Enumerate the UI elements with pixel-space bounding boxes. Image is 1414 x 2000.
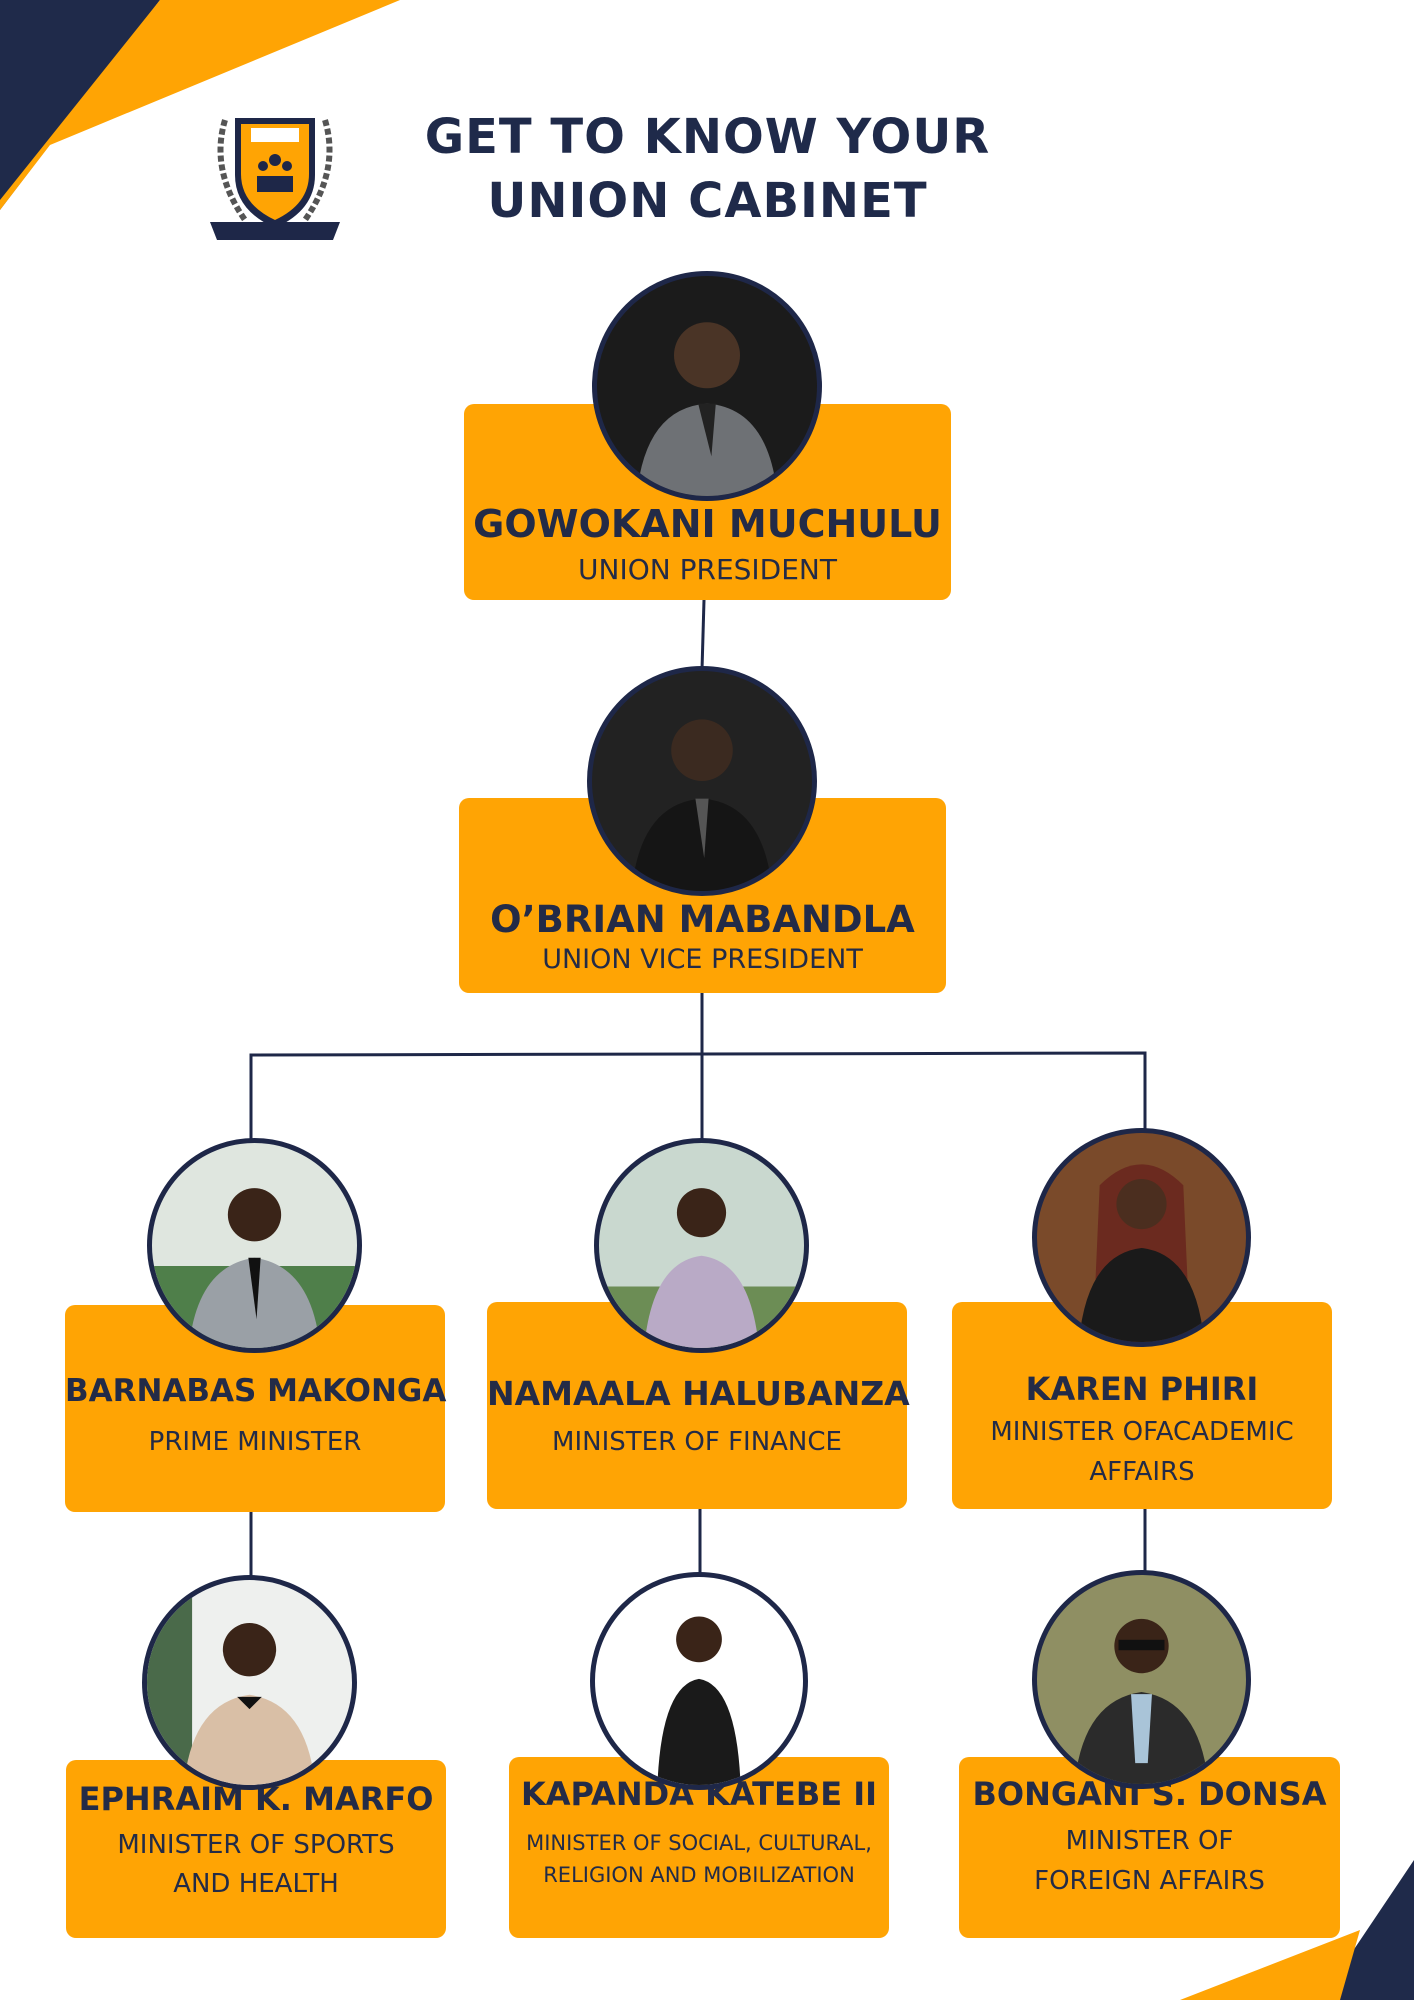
person-portrait-icon [631,719,773,891]
student-union-shield-logo-icon [210,118,340,240]
title-line-2: UNION CABINET [487,173,928,229]
member-role-line-2: AFFAIRS [1089,1457,1195,1487]
member-role-line-1: MINISTER OFACADEMIC [990,1417,1294,1447]
member-photo-finance [594,1138,809,1353]
member-role: MINISTER OF FINANCE [552,1427,842,1457]
member-photo-prime-minister [147,1138,362,1353]
bottom-right-orange-stripe [1180,1930,1360,2000]
member-name: NAMAALA HALUBANZA [487,1374,910,1413]
org-chart-connectors [249,599,1147,1580]
member-role-line-2: FOREIGN AFFAIRS [1034,1866,1265,1896]
member-photo-president [592,271,822,501]
person-portrait-icon [147,1580,316,1785]
member-photo-social-cultural [590,1572,808,1790]
member-photo-academic-affairs [1032,1128,1251,1347]
person-portrait-icon [636,322,778,496]
member-role-line-1: MINISTER OF SOCIAL, CULTURAL, [526,1831,872,1855]
person-portrait-icon [657,1616,741,1785]
union-logo [205,100,345,250]
person-portrait-icon [152,1188,357,1348]
member-photo-vice-president [587,666,817,896]
person-portrait-icon [1078,1164,1205,1342]
member-photo-sports-health [142,1575,357,1790]
member-role-line-1: MINISTER OF [1065,1826,1234,1856]
connector-president-vp [700,599,706,671]
person-portrait-icon [1074,1618,1209,1784]
connector-ministers-bar [249,1051,1147,1145]
member-name: KAREN PHIRI [1025,1370,1259,1408]
member-name: BARNABAS MAKONGA [65,1373,447,1409]
member-role-line-1: MINISTER OF SPORTS [117,1830,395,1860]
title-line-1: GET TO KNOW YOUR [424,109,991,165]
member-photo-foreign-affairs [1032,1570,1251,1789]
top-left-orange-stripe [0,0,400,210]
member-name: O’BRIAN MABANDLA [490,898,915,941]
page-title: GET TO KNOW YOUR UNION CABINET [340,105,1075,233]
member-role: UNION PRESIDENT [578,553,837,586]
member-role: UNION VICE PRESIDENT [542,944,863,975]
member-role-line-2: RELIGION AND MOBILIZATION [543,1863,855,1887]
member-name: GOWOKANI MUCHULU [473,502,942,546]
member-card-prime-minister: BARNABAS MAKONGA PRIME MINISTER [65,1305,447,1512]
member-role-line-2: AND HEALTH [173,1869,339,1899]
person-portrait-icon [599,1188,804,1348]
member-role: PRIME MINISTER [148,1427,362,1457]
